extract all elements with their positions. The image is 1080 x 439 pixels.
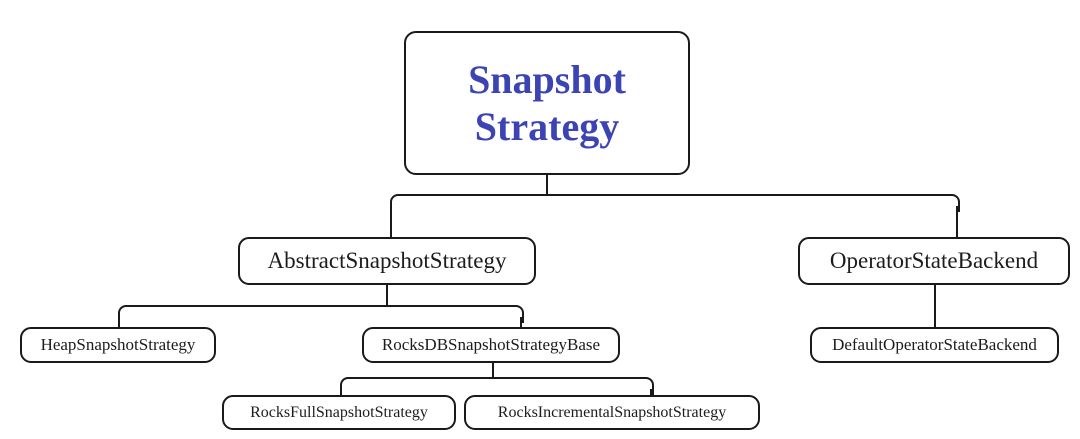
node-heap-snapshot-strategy-label: HeapSnapshotStrategy	[40, 335, 196, 355]
node-snapshot-strategy-root[interactable]: Snapshot Strategy	[404, 31, 690, 175]
node-abstract-snapshot-strategy-label: AbstractSnapshotStrategy	[267, 248, 507, 274]
connector-abstract-elbow-right	[506, 305, 524, 323]
node-operator-state-backend-label: OperatorStateBackend	[829, 248, 1039, 274]
connector-rocksdb-stem	[492, 363, 494, 379]
node-root-label-line1: Snapshot	[468, 56, 626, 102]
node-rocksdb-snapshot-strategy-base[interactable]: RocksDBSnapshotStrategyBase	[362, 327, 620, 363]
node-operator-state-backend[interactable]: OperatorStateBackend	[798, 237, 1070, 285]
connector-root-bus	[398, 194, 950, 196]
node-root-label-line2: Strategy	[474, 104, 620, 149]
connector-rocksdb-to-full	[340, 389, 342, 397]
connector-root-to-operator-backend	[956, 206, 958, 239]
node-root-label: Snapshot Strategy	[468, 56, 626, 150]
node-rocksdb-snapshot-strategy-base-label: RocksDBSnapshotStrategyBase	[381, 335, 601, 355]
node-default-operator-state-backend-label: DefaultOperatorStateBackend	[832, 335, 1037, 355]
connector-rocksdb-to-incremental	[650, 389, 652, 397]
connector-rocksdb-elbow-left	[340, 377, 358, 395]
connector-rocksdb-elbow-right	[636, 377, 654, 395]
connector-rocksdb-bus	[348, 377, 644, 379]
connector-abstract-to-heap	[118, 317, 120, 329]
connector-abstract-stem	[386, 285, 388, 307]
connector-abstract-to-rocksdb	[520, 317, 522, 329]
connector-root-elbow-left	[390, 194, 408, 212]
node-default-operator-state-backend[interactable]: DefaultOperatorStateBackend	[810, 327, 1059, 363]
node-rocks-incremental-snapshot-strategy[interactable]: RocksIncrementalSnapshotStrategy	[464, 395, 760, 430]
node-rocks-full-snapshot-strategy-label: RocksFullSnapshotStrategy	[250, 403, 428, 421]
connector-abstract-elbow-left	[118, 305, 136, 323]
node-rocks-full-snapshot-strategy[interactable]: RocksFullSnapshotStrategy	[222, 395, 456, 430]
node-abstract-snapshot-strategy[interactable]: AbstractSnapshotStrategy	[238, 237, 536, 285]
connector-root-stem	[546, 175, 548, 196]
connector-operator-backend-to-default	[934, 285, 936, 329]
node-heap-snapshot-strategy[interactable]: HeapSnapshotStrategy	[20, 327, 216, 363]
node-rocks-incremental-snapshot-strategy-label: RocksIncrementalSnapshotStrategy	[497, 403, 727, 421]
connector-abstract-bus	[126, 305, 514, 307]
connector-root-to-abstract	[390, 206, 392, 239]
connector-root-elbow-right	[942, 194, 960, 212]
